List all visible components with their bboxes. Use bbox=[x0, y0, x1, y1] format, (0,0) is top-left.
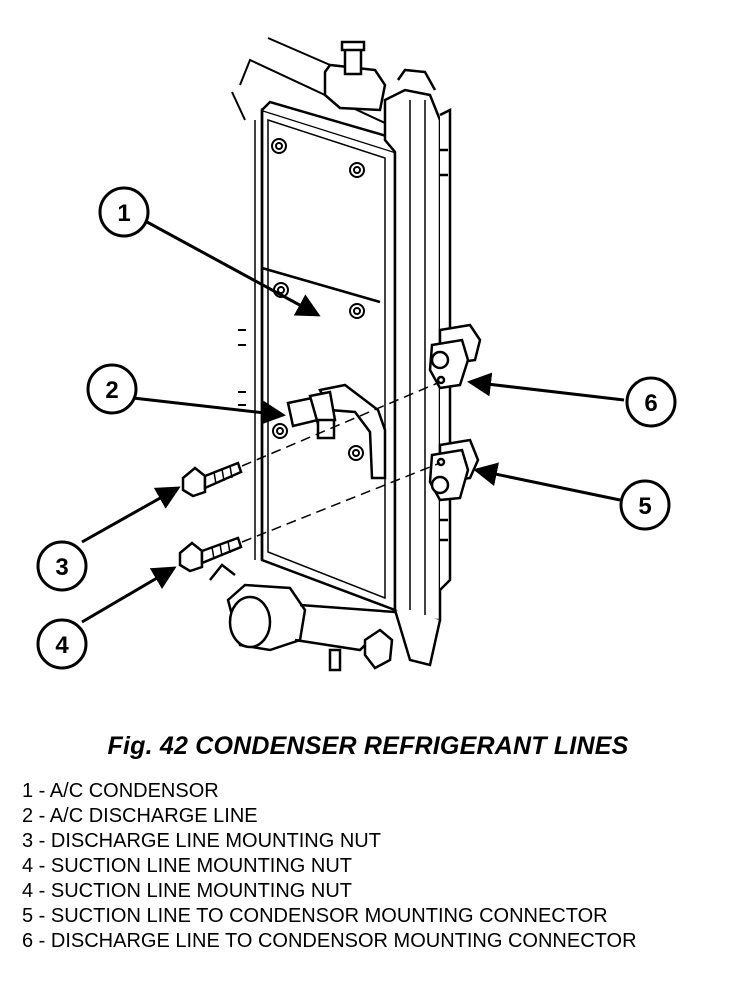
svg-text:2: 2 bbox=[105, 377, 118, 404]
filler-neck bbox=[323, 40, 387, 112]
legend-item: 2 - A/C DISCHARGE LINE bbox=[22, 805, 258, 827]
leader-5 bbox=[473, 462, 621, 502]
svg-text:6: 6 bbox=[644, 390, 657, 417]
legend-item: 3 - DISCHARGE LINE MOUNTING NUT bbox=[22, 830, 381, 852]
figure-caption: Fig. 42 CONDENSER REFRIGERANT LINES bbox=[107, 732, 629, 760]
callout-3: 3 bbox=[36, 540, 88, 592]
leader-1 bbox=[146, 220, 321, 317]
core-bolt-holes bbox=[271, 138, 365, 461]
alignment-lines bbox=[241, 381, 441, 543]
legend-item: 1 - A/C CONDENSOR bbox=[22, 780, 219, 802]
callout-5: 5 bbox=[619, 479, 671, 531]
leader-2 bbox=[132, 396, 286, 425]
legend-item: 6 - DISCHARGE LINE TO CONDENSOR MOUNTING… bbox=[22, 930, 637, 952]
callout-1: 1 bbox=[98, 186, 150, 238]
suction-mounting-nut bbox=[178, 536, 243, 573]
discharge-mounting-nut bbox=[181, 461, 243, 498]
svg-text:4: 4 bbox=[55, 632, 69, 659]
legend-item: 4 - SUCTION LINE MOUNTING NUT bbox=[22, 880, 353, 902]
callout-6: 6 bbox=[625, 376, 677, 428]
discharge-line bbox=[286, 383, 387, 480]
svg-text:5: 5 bbox=[638, 493, 651, 520]
legend-item: 4 - SUCTION LINE MOUNTING NUT bbox=[22, 855, 353, 877]
svg-text:3: 3 bbox=[55, 554, 68, 581]
leader-3 bbox=[81, 486, 181, 544]
callout-2: 2 bbox=[86, 363, 138, 415]
leader-arrows bbox=[81, 220, 625, 624]
condenser-core bbox=[254, 100, 402, 612]
condenser-diagram: 1 2 3 4 5 6 bbox=[36, 37, 677, 672]
callout-4: 4 bbox=[36, 618, 88, 670]
legend-item: 5 - SUCTION LINE TO CONDENSOR MOUNTING C… bbox=[22, 905, 608, 927]
leader-6 bbox=[467, 372, 625, 402]
svg-text:1: 1 bbox=[117, 200, 130, 227]
leader-4 bbox=[81, 566, 177, 624]
legend-list: 1 - A/C CONDENSOR 2 - A/C DISCHARGE LINE… bbox=[22, 779, 722, 954]
lower-tank bbox=[209, 563, 442, 672]
